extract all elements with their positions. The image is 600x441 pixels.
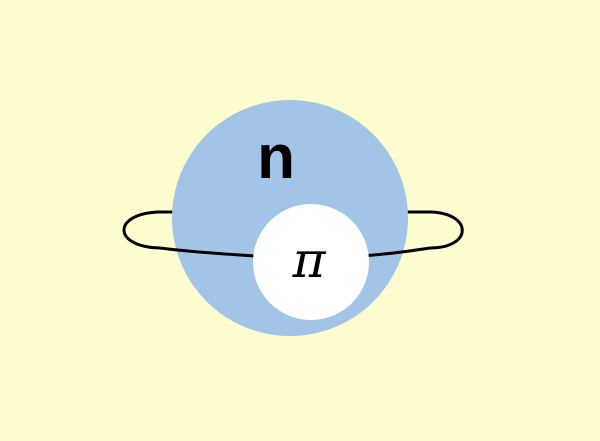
orbit-front-arc-left <box>159 246 256 258</box>
neutron-label: n <box>257 123 295 192</box>
pion-label: π <box>292 231 327 289</box>
pion-circle <box>253 204 369 320</box>
